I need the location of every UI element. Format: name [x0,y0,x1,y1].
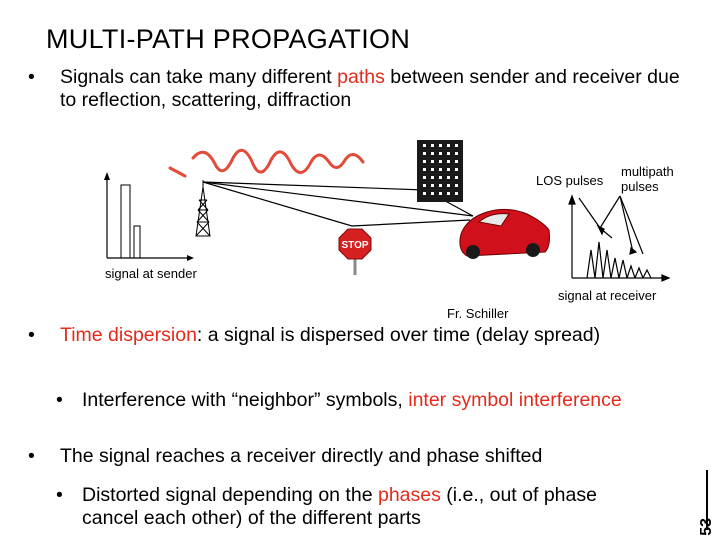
label-los-pulses: LOS pulses [536,173,603,188]
bullet-marker: • [28,66,35,89]
bullet-2: • Time dispersion: a signal is dispersed… [28,324,668,347]
bullet-3a-text-pre: Distorted signal depending on the [82,484,378,506]
building-icon [417,140,463,202]
bullet-2a: • Interference with “neighbor” symbols, … [56,389,656,412]
radio-wave-icon [170,150,363,176]
antenna-tower-icon [196,180,210,236]
label-signal-at-sender: signal at sender [105,266,197,281]
bullet-1: • Signals can take many different paths … [28,66,698,112]
figure-credit: Fr. Schiller [447,306,508,321]
stop-sign-icon: STOP [339,229,371,275]
receiver-diagram [569,196,669,281]
bullet-marker: • [28,445,35,468]
bullet-1-highlight: paths [337,66,385,88]
page-number: 53 [698,518,716,536]
bullet-2-highlight: Time dispersion [60,324,197,346]
bullet-2a-highlight: inter symbol interference [408,389,622,411]
bullet-1-text-pre: Signals can take many different [60,66,337,88]
bullet-3a: • Distorted signal depending on the phas… [56,484,656,530]
bullet-3a-highlight: phases [378,484,441,506]
bullet-marker: • [28,324,35,347]
label-multipath-line1: multipath [621,164,674,179]
stop-sign-text: STOP [341,240,368,251]
bullet-marker: • [56,484,63,507]
bullet-2a-text: Interference with “neighbor” symbols, [82,389,408,411]
label-multipath-line2: pulses [621,179,659,194]
bullet-2-text: : a signal is dispersed over time (delay… [197,324,600,346]
bullet-marker: • [56,389,63,412]
bullet-3-text: The signal reaches a receiver directly a… [60,445,688,468]
bullet-3: • The signal reaches a receiver directly… [28,445,688,468]
slide-title: MULTI-PATH PROPAGATION [46,24,410,55]
sender-plot [104,172,194,261]
multipath-figure: STOP [95,130,695,330]
label-signal-at-receiver: signal at receiver [558,288,656,303]
car-icon [460,209,550,259]
